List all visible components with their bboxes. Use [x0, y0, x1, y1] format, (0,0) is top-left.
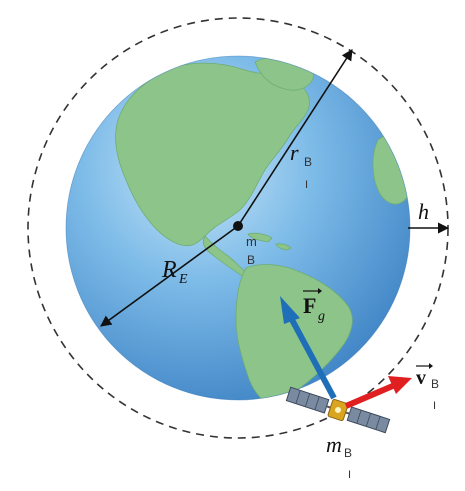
satellite-mass-sub: B — [344, 446, 352, 460]
svg-text:F: F — [303, 293, 316, 318]
svg-text:I: I — [433, 400, 436, 412]
orbit-radius-sub2: I — [305, 179, 308, 191]
earth-center-point — [233, 221, 243, 231]
orbit-radius-label: r — [290, 140, 299, 165]
svg-text:g: g — [318, 309, 325, 324]
center-mass-sub: B — [247, 253, 255, 267]
earth-radius-sub: E — [178, 272, 188, 287]
orbit-radius-arrow — [237, 49, 353, 227]
earth-radius-label: R — [161, 257, 177, 283]
orbit-radius-sub: B — [304, 155, 312, 169]
altitude-label: h — [418, 199, 429, 224]
svg-text:v: v — [416, 367, 426, 389]
satellite-icon — [285, 386, 391, 434]
earth-radius-arrow — [100, 225, 239, 327]
gravity-force-arrow — [280, 296, 337, 400]
svg-text:B: B — [431, 377, 439, 391]
velocity-arrow — [344, 376, 412, 409]
satellite-mass-sub2: I — [348, 469, 351, 481]
satellite-mass-label: m — [326, 432, 342, 457]
velocity-label: v B I — [416, 363, 439, 412]
center-mass-label: m — [246, 234, 257, 249]
force-label: F g — [303, 288, 325, 324]
